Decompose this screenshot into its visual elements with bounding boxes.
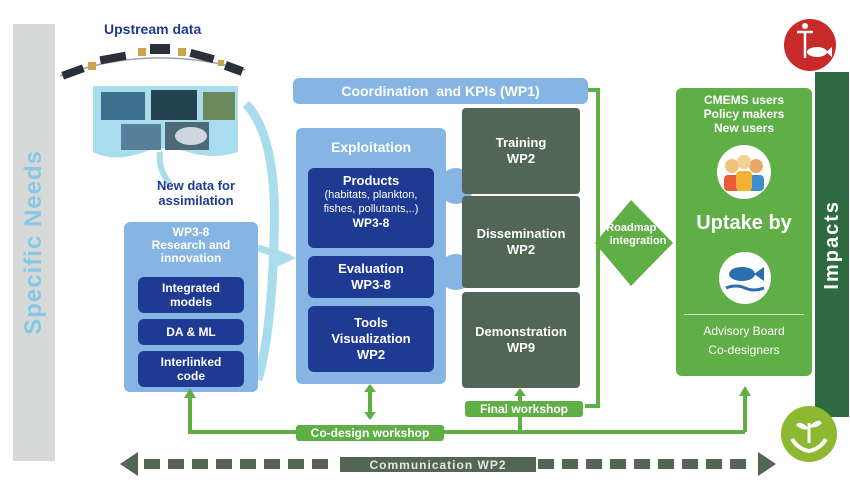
coordination-bar: Coordination and KPIs (WP1) xyxy=(293,78,588,104)
communication-arrow xyxy=(120,452,776,476)
research-title: WP3-8 Research and innovation xyxy=(151,225,231,265)
exploitation-title: Exploitation xyxy=(330,139,412,155)
satellite-icon xyxy=(50,38,250,88)
interlinked-code-box: Interlinked code xyxy=(138,351,244,387)
da-ml-box: DA & ML xyxy=(138,319,244,345)
products-box: Products (habitats, plankton, fishes, po… xyxy=(308,168,434,248)
assimilation-arrow xyxy=(156,151,173,186)
integrated-models-box: Integrated models xyxy=(138,277,244,313)
upstream-data-title: Upstream data xyxy=(104,21,202,37)
exploitation-panel: Exploitation Products (habitats, plankto… xyxy=(296,128,446,384)
users-title: CMEMS users Policy makers New users xyxy=(703,93,785,135)
coordination-label: Coordination and KPIs (WP1) xyxy=(341,83,540,99)
interlinked-code-label: Interlinked code xyxy=(160,355,222,383)
users-panel: CMEMS users Policy makers New users Upta… xyxy=(676,88,812,376)
people-icon xyxy=(712,144,776,200)
roadmap-label: Roadmap to integration xyxy=(606,222,670,247)
users-divider xyxy=(684,314,804,315)
tools-box: Tools Visualization WP2 xyxy=(308,306,434,372)
evaluation-box: Evaluation WP3-8 xyxy=(308,256,434,298)
demonstration-label: Demonstration WP9 xyxy=(475,324,567,355)
demonstration-box: Demonstration WP9 xyxy=(462,292,580,388)
impacts-bar: Impacts xyxy=(815,72,849,417)
products-title: Products xyxy=(342,173,400,188)
ocean-imagery-icon xyxy=(93,82,243,162)
dissemination-label: Dissemination WP2 xyxy=(476,226,566,257)
advisory-label: Advisory Board Co-designers xyxy=(703,324,785,357)
communication-label: Communication WP2 xyxy=(369,457,507,472)
communication-label-box: Communication WP2 xyxy=(340,457,536,472)
products-text: (habitats, plankton, fishes, pollutants,… xyxy=(323,189,419,215)
tools-label: Tools Visualization WP2 xyxy=(331,315,411,362)
training-box: Training WP2 xyxy=(462,108,580,194)
integrated-models-label: Integrated models xyxy=(161,281,220,309)
specific-needs-bar: Specific Needs xyxy=(13,24,55,461)
codesign-workshop-label: Co-design workshop xyxy=(310,426,430,440)
hands-plant-icon xyxy=(780,405,838,463)
evaluation-label: Evaluation WP3-8 xyxy=(338,261,404,292)
new-data-label: New data for assimilation xyxy=(156,178,235,208)
final-workshop-badge: Final workshop xyxy=(465,401,583,417)
research-to-exploitation-arrow xyxy=(242,100,296,382)
roadmap-diamond xyxy=(595,200,673,286)
codesign-workshop-badge: Co-design workshop xyxy=(296,425,444,441)
products-wp: WP3-8 xyxy=(352,216,390,230)
fishing-hook-icon xyxy=(783,18,837,72)
fish-icon xyxy=(714,250,776,306)
training-label: Training WP2 xyxy=(495,135,547,166)
final-workshop-label: Final workshop xyxy=(479,402,568,416)
da-ml-label: DA & ML xyxy=(166,325,216,339)
dissemination-box: Dissemination WP2 xyxy=(462,196,580,288)
uptake-label: Uptake by xyxy=(696,212,792,234)
research-panel: WP3-8 Research and innovation Integrated… xyxy=(124,222,258,392)
